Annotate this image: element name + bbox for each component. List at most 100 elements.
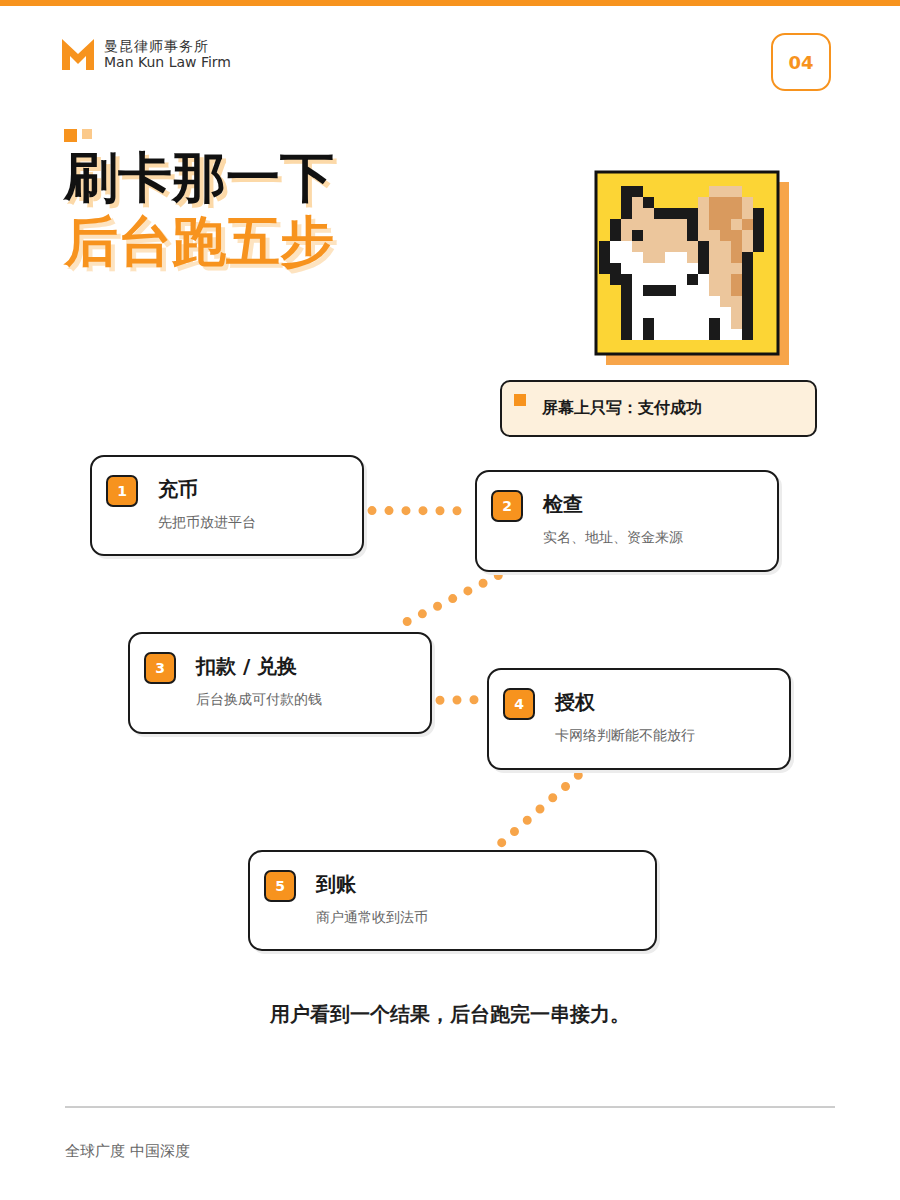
pixel [610,274,621,285]
callout-box: 屏幕上只写：支付成功 [500,380,817,437]
pixel [698,197,709,208]
pixel [621,285,632,296]
pixel [665,296,676,307]
pixel [720,307,731,318]
pixel [676,252,687,263]
step-number-box: 1 [106,475,138,507]
pixel [643,318,654,329]
page-number-box: 04 [771,33,831,91]
pixel [676,230,687,241]
pixel [621,252,632,263]
pixel [643,285,654,296]
pixel [676,274,687,285]
pixel [753,241,764,252]
node-heading: 到账 [316,871,635,897]
title-square [82,129,92,139]
pixel [665,329,676,340]
pixel [709,307,720,318]
pixel [753,219,764,230]
pixel [731,274,742,285]
pixel [610,230,621,241]
process-box: 检查实名、地址、资金来源2 [475,470,779,572]
process-box: 充币先把币放进平台1 [90,455,364,556]
pixel [687,208,698,219]
pixel [709,296,720,307]
pixel [632,318,643,329]
pixel [698,318,709,329]
pixel [709,252,720,263]
pixel [610,252,621,263]
dotted-connector [499,775,578,844]
pixel [731,263,742,274]
pixel [654,252,665,263]
pixel [676,263,687,274]
step-number-box: 3 [144,652,176,684]
pixel [709,186,720,197]
pixel [731,252,742,263]
pixel [665,252,676,263]
pixel [709,263,720,274]
firm-name-en: Man Kun Law Firm [104,54,231,70]
pixel [643,307,654,318]
node-heading: 授权 [555,689,769,715]
pixel [665,307,676,318]
node-body: 卡网络判断能不能放行 [555,725,769,745]
pixel [643,274,654,285]
pixel [687,329,698,340]
pixel [731,230,742,241]
node-heading: 04 [788,52,813,73]
pixel [731,285,742,296]
pixel [709,318,720,329]
pixel-dog [599,186,764,340]
pixel [621,219,632,230]
title-square [64,129,77,142]
pixel [665,230,676,241]
step-number-box: 5 [264,870,296,902]
pixel [643,252,654,263]
pixel [731,219,742,230]
pixel [643,296,654,307]
pixel [676,318,687,329]
pixel [731,197,742,208]
pixel [742,274,753,285]
dotted-connector [394,576,499,629]
pixel [599,263,610,274]
pixel [720,285,731,296]
pixel [709,197,720,208]
pixel [720,230,731,241]
pixel [676,329,687,340]
pixel [742,296,753,307]
pixel [599,241,610,252]
pixel [654,263,665,274]
pixel [720,208,731,219]
dotted-connector [372,506,467,515]
pixel [698,329,709,340]
pixel [621,318,632,329]
pixel [599,252,610,263]
pixel [654,230,665,241]
pixel [665,274,676,285]
pixel [698,285,709,296]
pixel [720,186,731,197]
pixel [709,241,720,252]
footer-rule [65,1107,835,1108]
pixel [621,263,632,274]
pixel [742,263,753,274]
pixel [709,230,720,241]
pixel [654,274,665,285]
pixel [698,219,709,230]
pixel [742,285,753,296]
pixel [687,252,698,263]
pixel [654,219,665,230]
node-body: 实名、地址、资金来源 [543,527,757,547]
process-box: 到账商户通常收到法币5 [248,850,657,951]
pixel [665,219,676,230]
pixel [709,219,720,230]
firm-name: 曼昆律师事务所 [104,38,209,56]
pixel [665,263,676,274]
node-heading: 扣款 / 兑换 [196,653,410,679]
pixel [676,219,687,230]
pixel [709,274,720,285]
pixel [643,197,654,208]
